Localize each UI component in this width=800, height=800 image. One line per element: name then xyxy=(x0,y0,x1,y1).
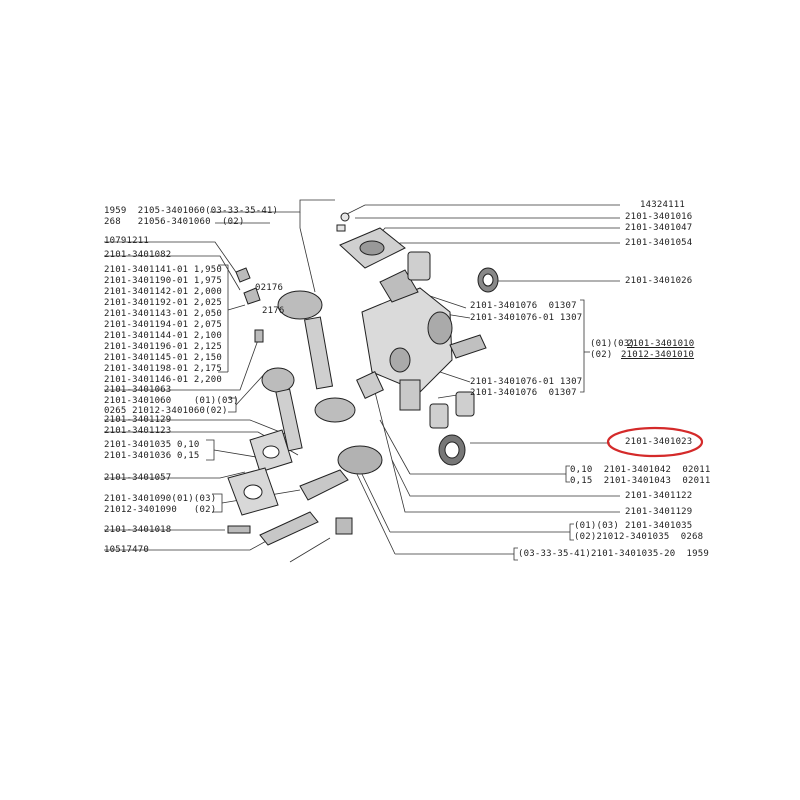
label-2101-3401123: 2101-3401123 xyxy=(104,426,172,436)
label-washer-2175: 2101-3401198-01 2,175 xyxy=(104,364,222,374)
label-2101-3401054: 2101-3401054 xyxy=(625,238,693,248)
label-21012-3401060: 0265 21012-3401060(02) xyxy=(104,406,228,416)
label-2101-3401035-20: (03-33-35-41)2101-3401035-20 1959 xyxy=(518,549,710,559)
label-2101-3401122: 2101-3401122 xyxy=(625,491,693,501)
label-washer-1975: 2101-3401190-01 1,975 xyxy=(104,276,222,286)
label-02176: 02176 xyxy=(255,283,284,293)
label-2101-3401063: 2101-3401063 xyxy=(104,385,172,395)
label-2101-3401042: 0,10 2101-3401042 02011 xyxy=(570,465,711,475)
label-washer-2050: 2101-3401143-01 2,050 xyxy=(104,309,222,319)
label-10517470: 10517470 xyxy=(104,545,149,555)
label-2101-3401060: 2101-3401060 (01)(03) xyxy=(104,396,239,406)
label-10791211: 10791211 xyxy=(104,236,149,246)
highlight-ellipse xyxy=(606,426,704,458)
label-2101-3401047: 2101-3401047 xyxy=(625,223,693,233)
label-2101-3401035: 2101-3401035 xyxy=(625,521,693,531)
label-21012-3401035: (02)21012-3401035 0268 xyxy=(574,532,704,542)
label-2176: 2176 xyxy=(262,306,285,316)
label-2101-3401129-left: 2101-3401129 xyxy=(104,415,172,425)
label-2101-3401129-right: 2101-3401129 xyxy=(625,507,693,517)
label-14324111: 14324111 xyxy=(640,200,685,210)
label-washer-2150: 2101-3401145-01 2,150 xyxy=(104,353,222,363)
label-variant-02: (02) xyxy=(590,350,613,360)
label-2101-3401076-b: 2101-3401076 01307 xyxy=(470,388,577,398)
label-variant-0103: (01)(03) xyxy=(590,339,635,349)
label-variant-0103-b: (01)(03) xyxy=(574,521,619,531)
label-2101-3401023: 2101-3401023 xyxy=(625,437,693,447)
label-shim-015: 2101-3401036 0,15 xyxy=(104,451,200,461)
label-2101-3401082: 2101-3401082 xyxy=(104,250,172,260)
label-washer-2125: 2101-3401196-01 2,125 xyxy=(104,342,222,352)
label-2101-3401043: 0,15 2101-3401043 02011 xyxy=(570,476,711,486)
label-washer-2100: 2101-3401144-01 2,100 xyxy=(104,331,222,341)
label-2101-3401090: 2101-3401090(01)(03) xyxy=(104,494,217,504)
label-21012-3401090: 21012-3401090 (02) xyxy=(104,505,217,515)
label-1959: 1959 2105-3401060(03-33-35-41) xyxy=(104,206,279,216)
label-2101-3401010: 2101-3401010 xyxy=(627,339,695,349)
label-washer-2000: 2101-3401142-01 2,000 xyxy=(104,287,222,297)
label-268: 268 21056-3401060 (02) xyxy=(104,217,245,227)
label-2101-3401076-01-b: 2101-3401076-01 1307 xyxy=(470,377,583,387)
label-2101-3401016: 2101-3401016 xyxy=(625,212,693,222)
label-21012-3401010: 21012-3401010 xyxy=(621,350,695,360)
label-2101-3401076-a: 2101-3401076 01307 xyxy=(470,301,577,311)
label-2101-3401026: 2101-3401026 xyxy=(625,276,693,286)
label-washer-1950: 2101-3401141-01 1,950 xyxy=(104,265,222,275)
label-washer-2025: 2101-3401192-01 2,025 xyxy=(104,298,222,308)
label-2101-3401018: 2101-3401018 xyxy=(104,525,172,535)
label-washer-2200: 2101-3401146-01 2,200 xyxy=(104,375,222,385)
label-washer-2075: 2101-3401194-01 2,075 xyxy=(104,320,222,330)
label-2101-3401076-01-a: 2101-3401076-01 1307 xyxy=(470,313,583,323)
label-2101-3401057: 2101-3401057 xyxy=(104,473,172,483)
label-shim-010: 2101-3401035 0,10 xyxy=(104,440,200,450)
